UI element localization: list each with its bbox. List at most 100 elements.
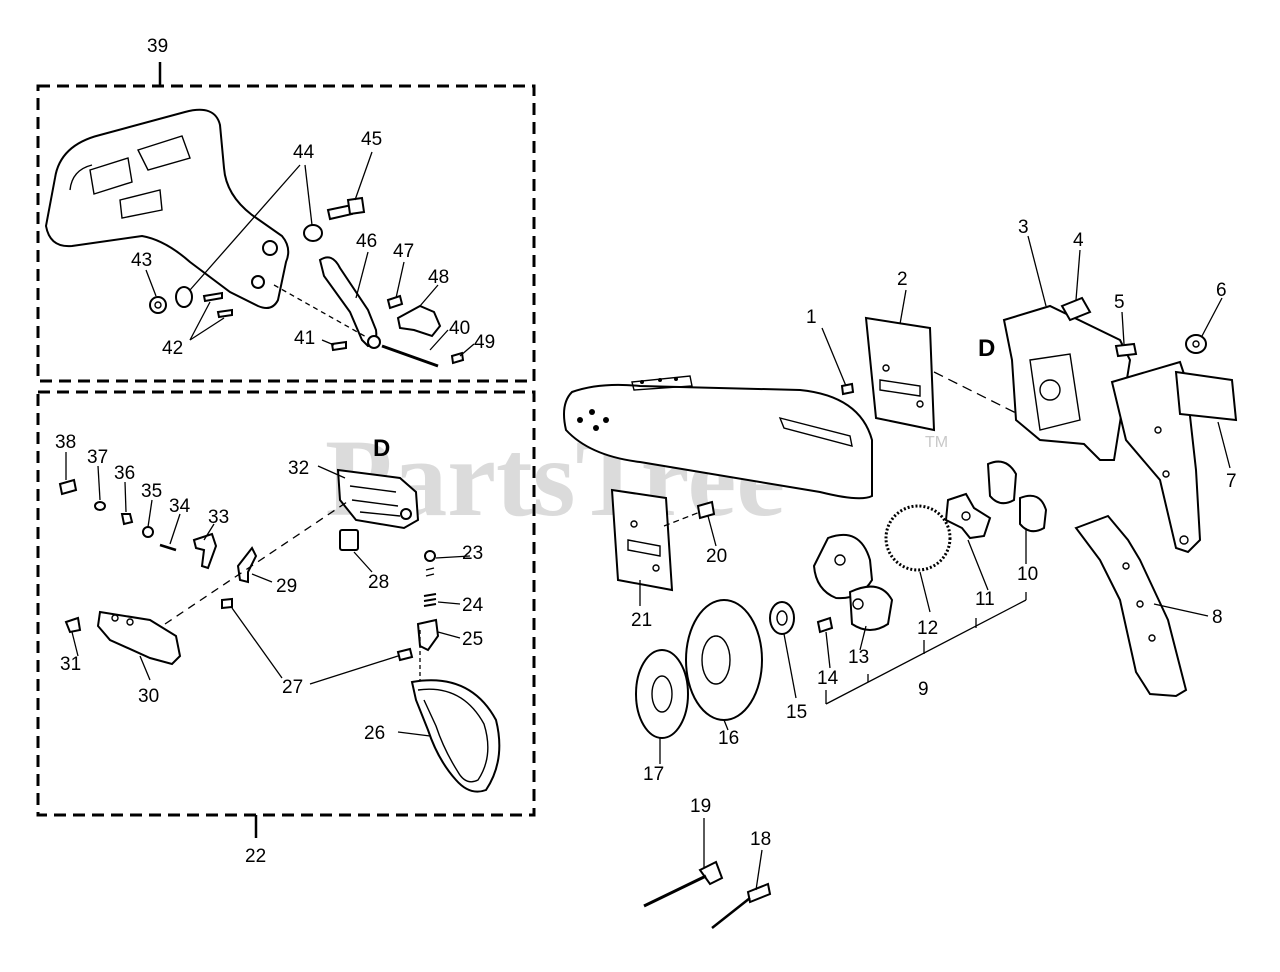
part-35-washer <box>142 526 154 538</box>
part-24-spring <box>423 593 437 607</box>
part-32-brake-housing <box>336 468 420 530</box>
callout-4: 4 <box>1073 230 1084 251</box>
part-1-screw <box>840 382 855 396</box>
part-17-sprocket <box>635 649 689 739</box>
part-37-washer <box>94 501 106 511</box>
part-38-screw <box>58 478 78 496</box>
callout-27: 27 <box>282 677 303 698</box>
right-callouts: 1 2 3 4 5 6 D 7 8 10 11 12 13 14 9 15 16… <box>631 217 1237 850</box>
part-34-spring <box>159 543 177 552</box>
part-7-label <box>1174 370 1238 422</box>
part-27-pin-b <box>396 647 414 662</box>
part-48-plate <box>396 304 442 338</box>
part-16-drum <box>685 599 763 721</box>
part-6-nut <box>1185 334 1207 354</box>
callout-34: 34 <box>169 496 191 517</box>
callout-37: 37 <box>87 447 108 468</box>
group-22-leaders <box>65 452 471 737</box>
callout-30: 30 <box>138 686 159 707</box>
tools <box>643 860 772 929</box>
group-39-box: 39 <box>36 36 536 383</box>
part-8-guard <box>1074 514 1188 698</box>
group-22-box: 22 <box>36 390 536 867</box>
part-2-plate <box>864 316 936 432</box>
callout-15: 15 <box>786 702 807 723</box>
callout-3: 3 <box>1018 217 1029 238</box>
callout-16: 16 <box>718 728 739 749</box>
part-41-pin <box>330 340 347 352</box>
callout-45: 45 <box>361 129 382 150</box>
part-25-clip <box>416 618 440 652</box>
brake-parts <box>58 468 501 793</box>
callout-7: 7 <box>1226 471 1237 492</box>
callout-48: 48 <box>428 267 449 288</box>
clutch-assembly <box>812 460 1048 634</box>
callout-2: 2 <box>897 269 908 290</box>
part-47-pin <box>386 294 404 310</box>
part-28-block <box>339 529 359 551</box>
guard-hardware <box>149 196 465 368</box>
callout-18: 18 <box>750 829 771 850</box>
part-42-pin-a <box>202 291 223 303</box>
callout-6: 6 <box>1216 280 1227 301</box>
callout-47: 47 <box>393 241 414 262</box>
right-leaders <box>639 235 1231 891</box>
part-14-screw <box>816 616 834 634</box>
callout-42: 42 <box>162 338 183 359</box>
group-label-39: 39 <box>147 36 168 57</box>
part-23-nut <box>424 550 436 562</box>
part-31-screw <box>64 616 82 634</box>
callout-17: 17 <box>643 764 664 785</box>
part-4-block <box>1060 296 1092 322</box>
guide-bar <box>563 375 873 500</box>
part-10-plate-a <box>986 460 1018 505</box>
reference-letter-d-left: D <box>373 435 390 462</box>
callout-19: 19 <box>690 796 711 817</box>
part-43-nut <box>149 296 167 314</box>
part-27-pin-a <box>221 597 233 610</box>
part-3-cover <box>1002 304 1132 461</box>
callout-49: 49 <box>474 332 495 353</box>
bar-plates <box>610 316 1031 592</box>
callout-31: 31 <box>60 654 81 675</box>
part-18-screwdriver-handle <box>746 882 772 904</box>
group-label-22: 22 <box>245 846 266 867</box>
reference-letter-d-right: D <box>978 335 995 362</box>
part-15-bearing <box>769 601 795 635</box>
part-11-hub <box>944 492 992 540</box>
callout-10: 10 <box>1017 564 1038 585</box>
callout-24: 24 <box>462 595 484 616</box>
callout-36: 36 <box>114 463 135 484</box>
part-33-lever <box>192 532 218 570</box>
callout-9: 9 <box>918 679 929 700</box>
part-10-plate-b <box>1019 494 1048 533</box>
callout-5: 5 <box>1114 292 1125 313</box>
callout-14: 14 <box>817 668 839 689</box>
part-46-lever <box>318 256 378 348</box>
callout-8: 8 <box>1212 607 1223 628</box>
callout-23: 23 <box>462 543 483 564</box>
part-26-brake-band <box>410 679 501 793</box>
part-3-cover-arm <box>1110 360 1202 554</box>
group-39-leaders <box>145 151 475 357</box>
part-36-nut <box>120 513 134 526</box>
callout-33: 33 <box>208 507 229 528</box>
callout-25: 25 <box>462 629 483 650</box>
part-20-bolt <box>696 500 716 520</box>
callout-20: 20 <box>706 546 727 567</box>
callout-41: 41 <box>294 328 315 349</box>
callout-29: 29 <box>276 576 297 597</box>
watermark-trademark: TM <box>925 434 948 451</box>
group-39-callouts: 44 45 43 46 47 48 42 41 40 49 <box>131 129 495 359</box>
callout-11: 11 <box>975 589 995 610</box>
callout-12: 12 <box>917 618 938 639</box>
part-29-link <box>236 546 258 584</box>
chain-catcher <box>1074 514 1188 698</box>
callout-44: 44 <box>293 142 315 163</box>
callout-21: 21 <box>631 610 652 631</box>
part-12-spring-ring <box>884 504 952 572</box>
part-21-plate <box>610 488 674 592</box>
callout-46: 46 <box>356 231 377 252</box>
hand-guard <box>44 108 290 309</box>
